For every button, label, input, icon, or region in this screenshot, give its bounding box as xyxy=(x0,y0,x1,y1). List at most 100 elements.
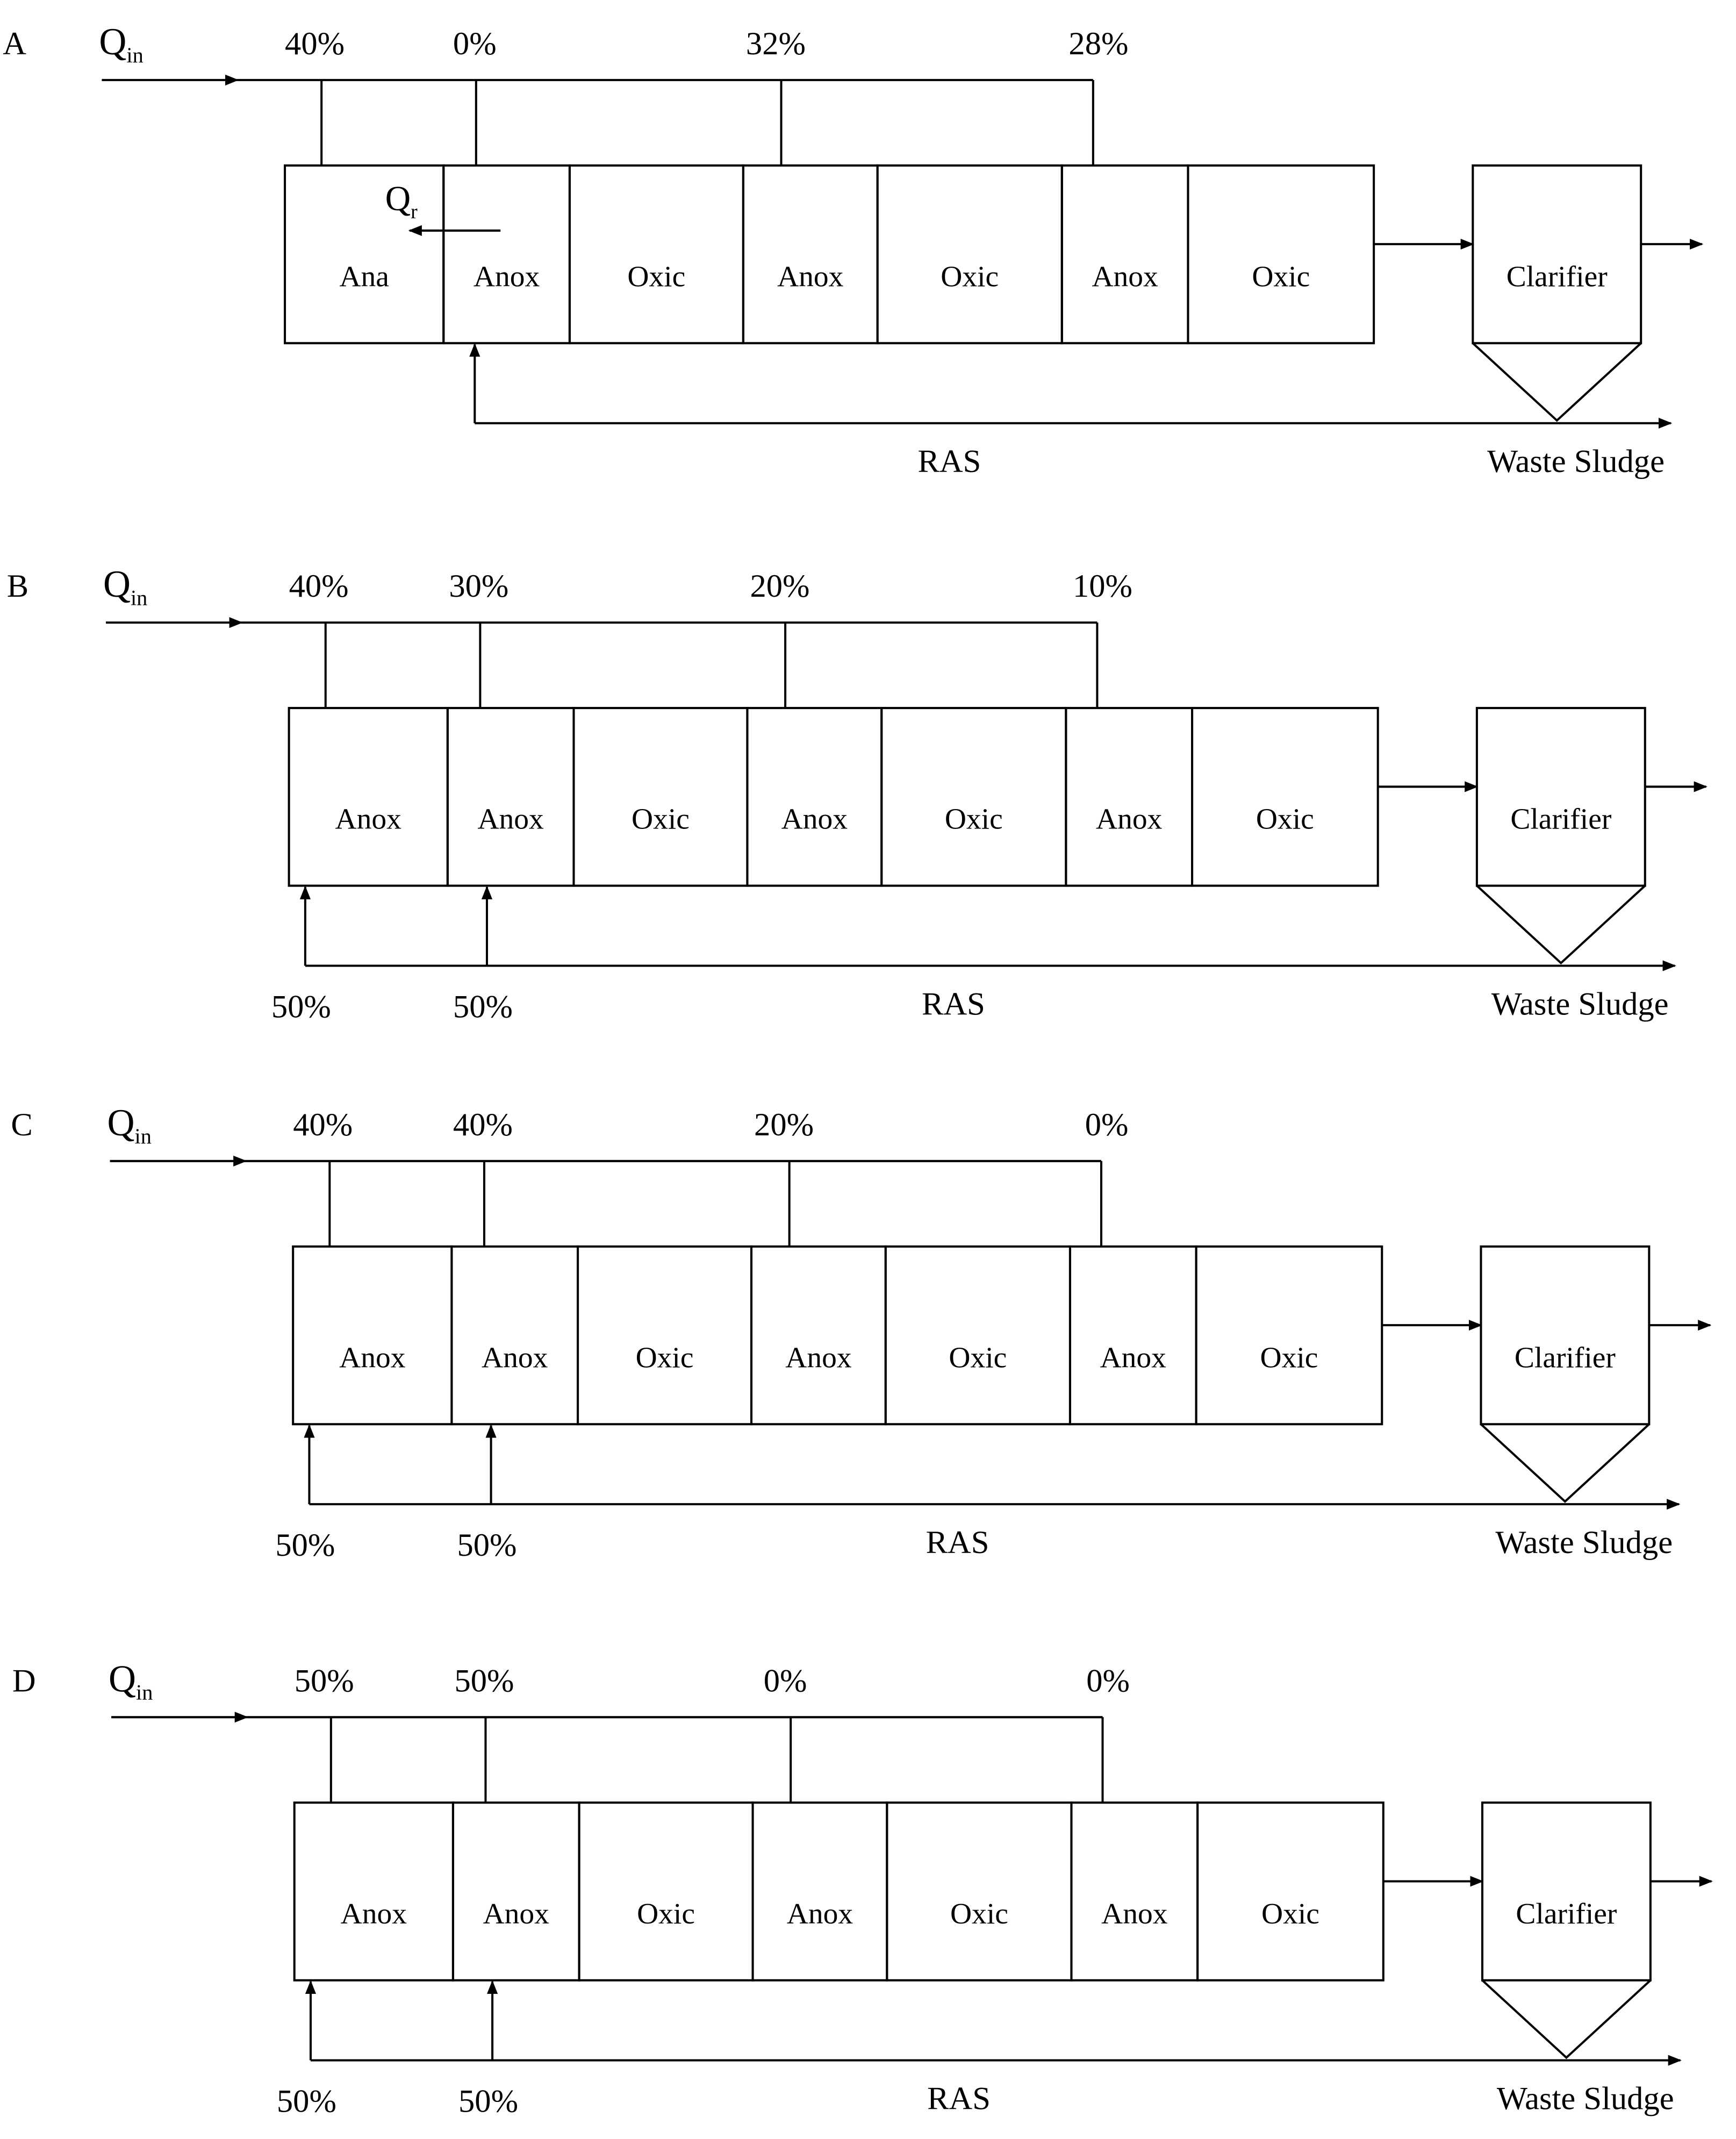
tank-label: Anox xyxy=(341,1898,407,1930)
tank-label: Anox xyxy=(477,803,544,836)
tank-label: Anox xyxy=(777,260,844,293)
tank-oxic xyxy=(1195,1245,1383,1426)
tank-oxic xyxy=(884,1245,1071,1426)
qin-label: Qin xyxy=(103,563,147,610)
tank-label: Oxic xyxy=(1260,1341,1318,1374)
tank-label: Anox xyxy=(339,1341,406,1374)
tank-oxic xyxy=(578,1801,754,1981)
tank-oxic xyxy=(568,164,744,345)
tank-anox xyxy=(1060,164,1189,345)
feed-split-label: 40% xyxy=(453,1107,513,1143)
tank-anox xyxy=(751,1801,888,1981)
feed-split-label: 28% xyxy=(1068,26,1128,62)
tank-anox xyxy=(450,1245,579,1426)
feed-split-label: 50% xyxy=(454,1663,514,1699)
tank-label: Oxic xyxy=(632,803,690,836)
tank-label: Anox xyxy=(1100,1341,1167,1374)
feed-split-label: 20% xyxy=(750,568,810,604)
feed-split-label: 40% xyxy=(293,1107,353,1143)
waste-sludge-label: Waste Sludge xyxy=(1495,1525,1673,1561)
clarifier-cone xyxy=(1481,1979,1652,2059)
tank-anox xyxy=(293,1801,454,1981)
qin-subscript: in xyxy=(135,1124,152,1148)
tank-label: Oxic xyxy=(941,260,999,293)
clarifier-cone xyxy=(1480,1423,1650,1503)
tank-label: Oxic xyxy=(949,1341,1007,1374)
qin-subscript: in xyxy=(136,1680,153,1705)
clarifier-label: Clarifier xyxy=(1516,1898,1617,1930)
panel-label: D xyxy=(12,1663,36,1699)
clarifier xyxy=(1472,164,1642,345)
tank-label: Anox xyxy=(785,1341,852,1374)
tank-oxic xyxy=(1191,707,1379,887)
clarifier xyxy=(1481,1801,1652,1981)
panel-label: B xyxy=(7,568,28,604)
clarifier xyxy=(1480,1245,1651,1426)
ras-split-label: 50% xyxy=(277,2084,336,2120)
tank-label: Anox xyxy=(1092,260,1158,293)
tank-oxic xyxy=(886,1801,1073,1981)
tank-anox xyxy=(446,707,575,887)
tank-label: Oxic xyxy=(1256,803,1314,836)
tank-label: Anox xyxy=(1101,1898,1168,1930)
clarifier-cone xyxy=(1472,342,1642,422)
feed-split-label: 40% xyxy=(289,568,349,604)
panel-label: A xyxy=(3,26,26,62)
tank-label: Oxic xyxy=(945,803,1003,836)
tank-oxic xyxy=(1196,1801,1385,1981)
qin-label: Qin xyxy=(99,21,143,67)
tank-anox xyxy=(292,1245,453,1426)
tank-oxic xyxy=(572,707,749,887)
tank-label: Anox xyxy=(335,803,402,836)
tank-label: Oxic xyxy=(637,1898,695,1930)
tank-anox xyxy=(288,707,449,887)
waste-sludge-label: Waste Sludge xyxy=(1491,986,1669,1022)
tank-label: Oxic xyxy=(1261,1898,1319,1930)
tank-label: Anox xyxy=(781,803,848,836)
feed-split-label: 40% xyxy=(285,26,345,62)
feed-split-label: 20% xyxy=(754,1107,814,1143)
qin-subscript: in xyxy=(126,43,143,67)
clarifier xyxy=(1475,707,1646,887)
feed-split-label: 10% xyxy=(1073,568,1132,604)
feed-split-label: 50% xyxy=(295,1663,354,1699)
tank-label: Anox xyxy=(483,1898,550,1930)
tank-anox xyxy=(746,707,883,887)
tank-ana xyxy=(284,164,445,345)
ras-split-label: 50% xyxy=(457,1527,517,1563)
ras-split-label: 50% xyxy=(458,2084,518,2120)
tank-anox xyxy=(742,164,879,345)
tank-anox xyxy=(750,1245,887,1426)
ras-label: RAS xyxy=(917,443,981,480)
qin-label: Qin xyxy=(107,1102,152,1148)
ras-split-label: 50% xyxy=(453,989,513,1025)
ras-label: RAS xyxy=(922,986,985,1022)
clarifier-label: Clarifier xyxy=(1510,803,1611,836)
tank-oxic xyxy=(876,164,1063,345)
tank-anox xyxy=(1070,1801,1199,1981)
tank-label: Oxic xyxy=(636,1341,694,1374)
tank-anox xyxy=(451,1801,580,1981)
panel-label: C xyxy=(11,1107,32,1143)
tank-label: Anox xyxy=(787,1898,853,1930)
feed-split-label: 0% xyxy=(1086,1663,1130,1699)
feed-split-label: 0% xyxy=(453,26,497,62)
waste-sludge-label: Waste Sludge xyxy=(1497,2080,1674,2116)
feed-split-label: 30% xyxy=(449,568,508,604)
internal-recycle-subscript: r xyxy=(411,201,418,223)
tank-oxic xyxy=(577,1245,753,1426)
tank-label: Anox xyxy=(482,1341,548,1374)
tank-label: Oxic xyxy=(1252,260,1310,293)
feed-split-label: 32% xyxy=(746,26,806,62)
waste-sludge-label: Waste Sludge xyxy=(1487,443,1665,480)
tank-label: Oxic xyxy=(950,1898,1008,1930)
tank-anox xyxy=(1068,1245,1197,1426)
tank-oxic xyxy=(880,707,1067,887)
tank-anox xyxy=(1065,707,1194,887)
tank-label: Anox xyxy=(1096,803,1163,836)
